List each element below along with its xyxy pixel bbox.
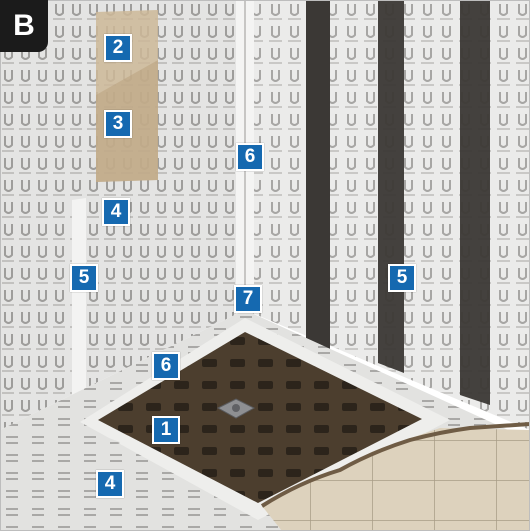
dark-band bbox=[378, 0, 404, 373]
seam-strip bbox=[72, 198, 86, 396]
dark-band bbox=[460, 0, 490, 405]
callout-badge: 1 bbox=[152, 416, 180, 444]
callout-badge: 7 bbox=[234, 285, 262, 313]
callout-badge: 5 bbox=[388, 264, 416, 292]
callout-badge: 5 bbox=[70, 264, 98, 292]
callout-badge: 6 bbox=[152, 352, 180, 380]
drain-grate bbox=[232, 404, 240, 412]
callout-badge: 6 bbox=[236, 143, 264, 171]
callout-badge: 3 bbox=[104, 110, 132, 138]
callout-badge: 4 bbox=[102, 198, 130, 226]
callout-badge: 4 bbox=[96, 470, 124, 498]
panel-letter: B bbox=[0, 0, 48, 52]
dark-band bbox=[306, 0, 330, 350]
callout-badge: 2 bbox=[104, 34, 132, 62]
